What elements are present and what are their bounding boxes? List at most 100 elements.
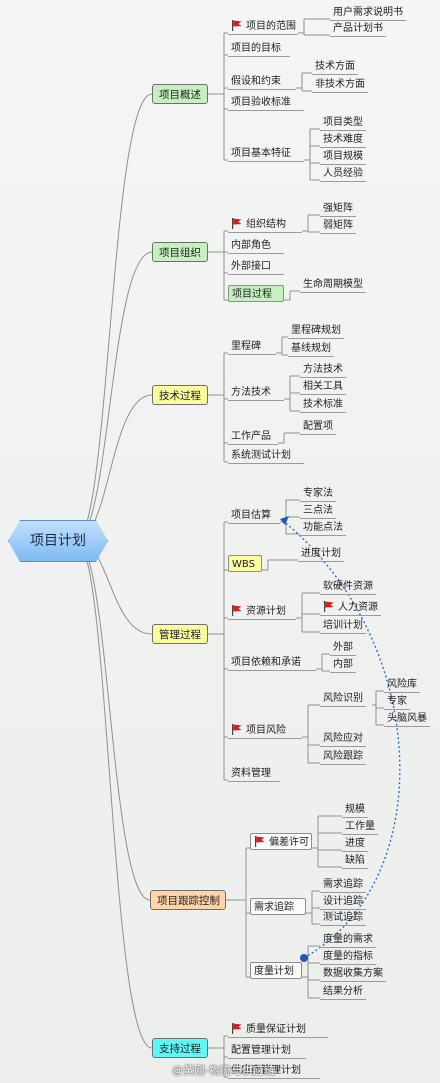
group-1-item-3-label: 假设和约束 [231, 76, 281, 87]
group-1-item-5-child-4[interactable]: 人员经验 [320, 165, 366, 182]
group-4-item-5-child-1[interactable]: 风险识别 [320, 690, 366, 707]
group-3-item-1-child-2[interactable]: 基线规划 [288, 340, 334, 357]
group-5-item-3-child-1[interactable]: 度量的需求 [320, 931, 376, 948]
group-4-item-2[interactable]: WBS [228, 555, 262, 572]
group-3-item-2-child-1[interactable]: 方法技术 [300, 361, 346, 378]
group-6-item-1[interactable]: 质量保证计划 [228, 1021, 328, 1038]
group-5-item-2-child-3[interactable]: 测试追踪 [320, 909, 366, 926]
group-4-item-3-child-2[interactable]: 人力资源 [320, 599, 381, 616]
group-5-item-3-child-3[interactable]: 数据收集方案 [320, 965, 386, 982]
group-1-item-3-child-2[interactable]: 非技术方面 [312, 76, 368, 93]
group-2-item-3[interactable]: 外部接口 [228, 258, 284, 275]
group-5-item-3-child-3-label: 数据收集方案 [323, 968, 383, 979]
group-2-item-4-child-1-label: 生命周期模型 [303, 279, 363, 290]
group-6-item-3[interactable]: 供应商管理计划 [228, 1062, 320, 1079]
group-5-item-1-child-3[interactable]: 进度 [342, 835, 368, 852]
group-1-item-1-child-2[interactable]: 产品计划书 [330, 20, 386, 37]
group-5-item-1-child-4-label: 缺陷 [345, 855, 365, 866]
group-5-item-3[interactable]: 度量计划 [250, 962, 302, 979]
risk-source-1[interactable]: 风险库 [384, 676, 420, 693]
watermark: @黄刚-物流与供应链 [172, 1064, 275, 1077]
group-1-item-2[interactable]: 项目的目标 [228, 40, 290, 57]
group-3-item-1-child-1[interactable]: 里程碑规划 [288, 322, 344, 339]
group-5-item-1-child-4[interactable]: 缺陷 [342, 852, 368, 869]
group-2-item-4[interactable]: 项目过程 [228, 285, 284, 302]
group-4-item-1-child-3[interactable]: 功能点法 [300, 519, 346, 536]
group-5-item-2-child-2[interactable]: 设计追踪 [320, 893, 366, 910]
group-4-item-3-child-3[interactable]: 培训计划 [320, 617, 366, 634]
group-3-node[interactable]: 技术过程 [152, 385, 208, 405]
group-3-node-label: 技术过程 [159, 390, 201, 402]
group-3-item-2-child-3[interactable]: 技术标准 [300, 396, 346, 413]
group-5-item-1-child-2[interactable]: 工作量 [342, 818, 378, 835]
link-anchor-dot[interactable] [300, 954, 308, 962]
group-4-item-2-child-1[interactable]: 进度计划 [298, 545, 344, 562]
risk-source-3[interactable]: 头脑风暴 [384, 710, 430, 727]
group-3-item-3-child-1[interactable]: 配置项 [300, 418, 336, 435]
group-1-item-5-child-2[interactable]: 技术难度 [320, 131, 366, 148]
group-1-item-5-child-3[interactable]: 项目规模 [320, 148, 366, 165]
group-1-item-5-child-4-label: 人员经验 [323, 168, 363, 179]
group-5-item-1-child-1-label: 规模 [345, 804, 365, 815]
group-5-item-3-child-2[interactable]: 度量的指标 [320, 948, 376, 965]
group-4-item-3[interactable]: 资源计划 [228, 603, 296, 620]
group-1-node[interactable]: 项目概述 [152, 84, 208, 104]
group-1-item-5-child-1[interactable]: 项目类型 [320, 114, 366, 131]
group-6-node-label: 支持过程 [159, 1043, 201, 1055]
group-4-item-4-child-1[interactable]: 外部 [330, 639, 356, 656]
group-1-item-3-child-1[interactable]: 技术方面 [312, 58, 358, 75]
group-3-item-2-child-3-label: 技术标准 [303, 399, 343, 410]
group-4-item-5-child-3[interactable]: 风险跟踪 [320, 748, 366, 765]
group-1-item-1-child-1[interactable]: 用户需求说明书 [330, 4, 406, 21]
group-2-node[interactable]: 项目组织 [152, 242, 208, 262]
group-4-item-4[interactable]: 项目依赖和承诺 [228, 654, 316, 671]
group-5-item-2[interactable]: 需求追踪 [250, 898, 306, 915]
group-6-item-2[interactable]: 配置管理计划 [228, 1042, 306, 1059]
group-4-item-5-child-2[interactable]: 风险应对 [320, 730, 366, 747]
group-1-item-3-child-2-label: 非技术方面 [315, 79, 365, 90]
group-2-item-1-child-1[interactable]: 强矩阵 [320, 200, 356, 217]
group-1-item-5[interactable]: 项目基本特征 [228, 145, 304, 162]
group-1-item-4[interactable]: 项目验收标准 [228, 94, 304, 111]
group-3-item-2-child-2[interactable]: 相关工具 [300, 378, 346, 395]
group-4-item-1-child-1[interactable]: 专家法 [300, 485, 336, 502]
group-4-item-5-child-2-label: 风险应对 [323, 733, 363, 744]
group-5-item-1-child-1[interactable]: 规模 [342, 801, 368, 818]
group-3-item-3[interactable]: 工作产品 [228, 428, 278, 445]
group-4-node[interactable]: 管理过程 [152, 624, 208, 644]
group-2-item-1-child-2-label: 弱矩阵 [323, 220, 353, 231]
group-6-node[interactable]: 支持过程 [152, 1038, 208, 1058]
group-2-item-1-child-2[interactable]: 弱矩阵 [320, 217, 356, 234]
group-5-item-2-child-3-label: 测试追踪 [323, 912, 363, 923]
group-3-item-1-child-2-label: 基线规划 [291, 343, 331, 354]
group-3-item-4[interactable]: 系统测试计划 [228, 447, 304, 464]
group-4-item-4-label: 项目依赖和承诺 [231, 657, 301, 668]
group-1-item-3[interactable]: 假设和约束 [228, 73, 296, 90]
group-4-item-1[interactable]: 项目估算 [228, 507, 280, 524]
risk-source-2[interactable]: 专家 [384, 693, 410, 710]
group-5-node[interactable]: 项目跟踪控制 [150, 890, 226, 910]
group-3-item-1[interactable]: 里程碑 [228, 338, 276, 355]
group-4-item-6[interactable]: 资料管理 [228, 765, 280, 782]
group-3-item-2-child-1-label: 方法技术 [303, 364, 343, 375]
group-4-item-5[interactable]: 项目风险 [228, 722, 302, 739]
root-node[interactable]: 项目计划 [8, 520, 108, 562]
group-5-item-2-child-1[interactable]: 需求追踪 [320, 876, 366, 893]
group-1-item-1-label: 项目的范围 [246, 21, 296, 32]
group-4-item-1-child-2-label: 三点法 [303, 505, 333, 516]
group-1-item-1[interactable]: 项目的范围 [228, 18, 298, 35]
group-3-item-2[interactable]: 方法技术 [228, 384, 284, 401]
group-5-item-3-child-4[interactable]: 结果分析 [320, 983, 366, 1000]
group-5-item-1[interactable]: 偏差许可 [250, 833, 312, 850]
group-4-item-4-child-2-label: 内部 [333, 659, 353, 670]
group-4-item-3-child-1[interactable]: 软硬件资源 [320, 578, 376, 595]
group-1-item-3-child-1-label: 技术方面 [315, 61, 355, 72]
group-4-item-4-child-2[interactable]: 内部 [330, 656, 356, 673]
group-4-item-1-child-2[interactable]: 三点法 [300, 502, 336, 519]
group-2-item-4-child-1[interactable]: 生命周期模型 [300, 276, 366, 293]
group-2-item-2[interactable]: 内部角色 [228, 237, 284, 254]
group-2-item-1[interactable]: 组织结构 [228, 216, 302, 233]
group-3-item-2-label: 方法技术 [231, 387, 271, 398]
